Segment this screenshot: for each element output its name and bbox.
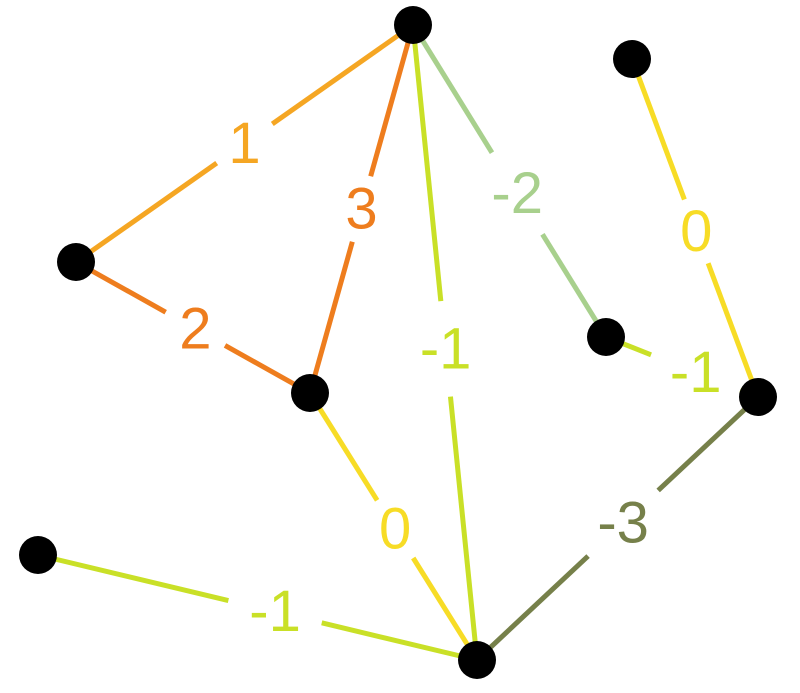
edge-weight-label: 1 <box>228 111 260 176</box>
edge-weight-label: -3 <box>597 491 649 556</box>
edge-n2-n3: 2 <box>74 259 312 396</box>
edge-line-segment <box>411 556 480 662</box>
graph-node-n2 <box>57 243 95 281</box>
edge-line-segment <box>705 262 761 398</box>
edge-n1-n2: 1 <box>74 22 415 265</box>
edge-line-segment <box>475 554 590 662</box>
edge-weight-label: -1 <box>249 579 301 644</box>
edge-line-segment <box>656 395 760 493</box>
edge-line-segment <box>74 161 219 265</box>
edge-n1-n7: -1 <box>410 24 480 661</box>
edge-line-segment <box>307 391 380 502</box>
edges-layer: 1 3 -1 -2 2 0 -1 -3 -1 0 <box>37 22 761 663</box>
edge-line-segment <box>270 22 415 126</box>
edge-line-segment <box>307 241 355 394</box>
nodes-layer <box>19 6 777 679</box>
edge-n8-n7: -1 <box>37 552 478 663</box>
edge-n3-n7: 0 <box>307 391 480 662</box>
edge-weight-label: 2 <box>179 296 211 361</box>
edge-line-segment <box>410 23 495 154</box>
edge-n7-n6: -3 <box>475 395 760 662</box>
edge-n5-n6: 0 <box>629 58 761 398</box>
edge-line-segment <box>410 24 444 302</box>
graph-node-n6 <box>739 378 777 416</box>
edge-weight-label: 0 <box>680 199 712 264</box>
edge-n1-n4: -2 <box>410 23 609 339</box>
edge-line-segment <box>540 232 609 339</box>
graph-node-n8 <box>19 536 57 574</box>
edge-n4-n6: -1 <box>605 334 759 405</box>
graph-node-n4 <box>587 318 625 356</box>
graph-node-n1 <box>394 6 432 44</box>
edge-line-segment <box>629 58 687 201</box>
edge-line-segment <box>37 552 229 603</box>
edge-weight-label: 3 <box>345 177 377 242</box>
graph-node-n3 <box>291 374 329 412</box>
edge-weight-label: -1 <box>670 340 722 405</box>
edge-n1-n3: 3 <box>307 24 416 394</box>
edge-line-segment <box>321 620 478 663</box>
graph-node-n7 <box>458 641 496 679</box>
edge-line-segment <box>368 24 416 177</box>
edge-line-segment <box>447 396 480 661</box>
edge-weight-label: 0 <box>379 497 411 562</box>
edge-weight-label: -1 <box>420 316 472 381</box>
graph-node-n5 <box>613 40 651 78</box>
edge-weight-label: -2 <box>491 161 543 226</box>
